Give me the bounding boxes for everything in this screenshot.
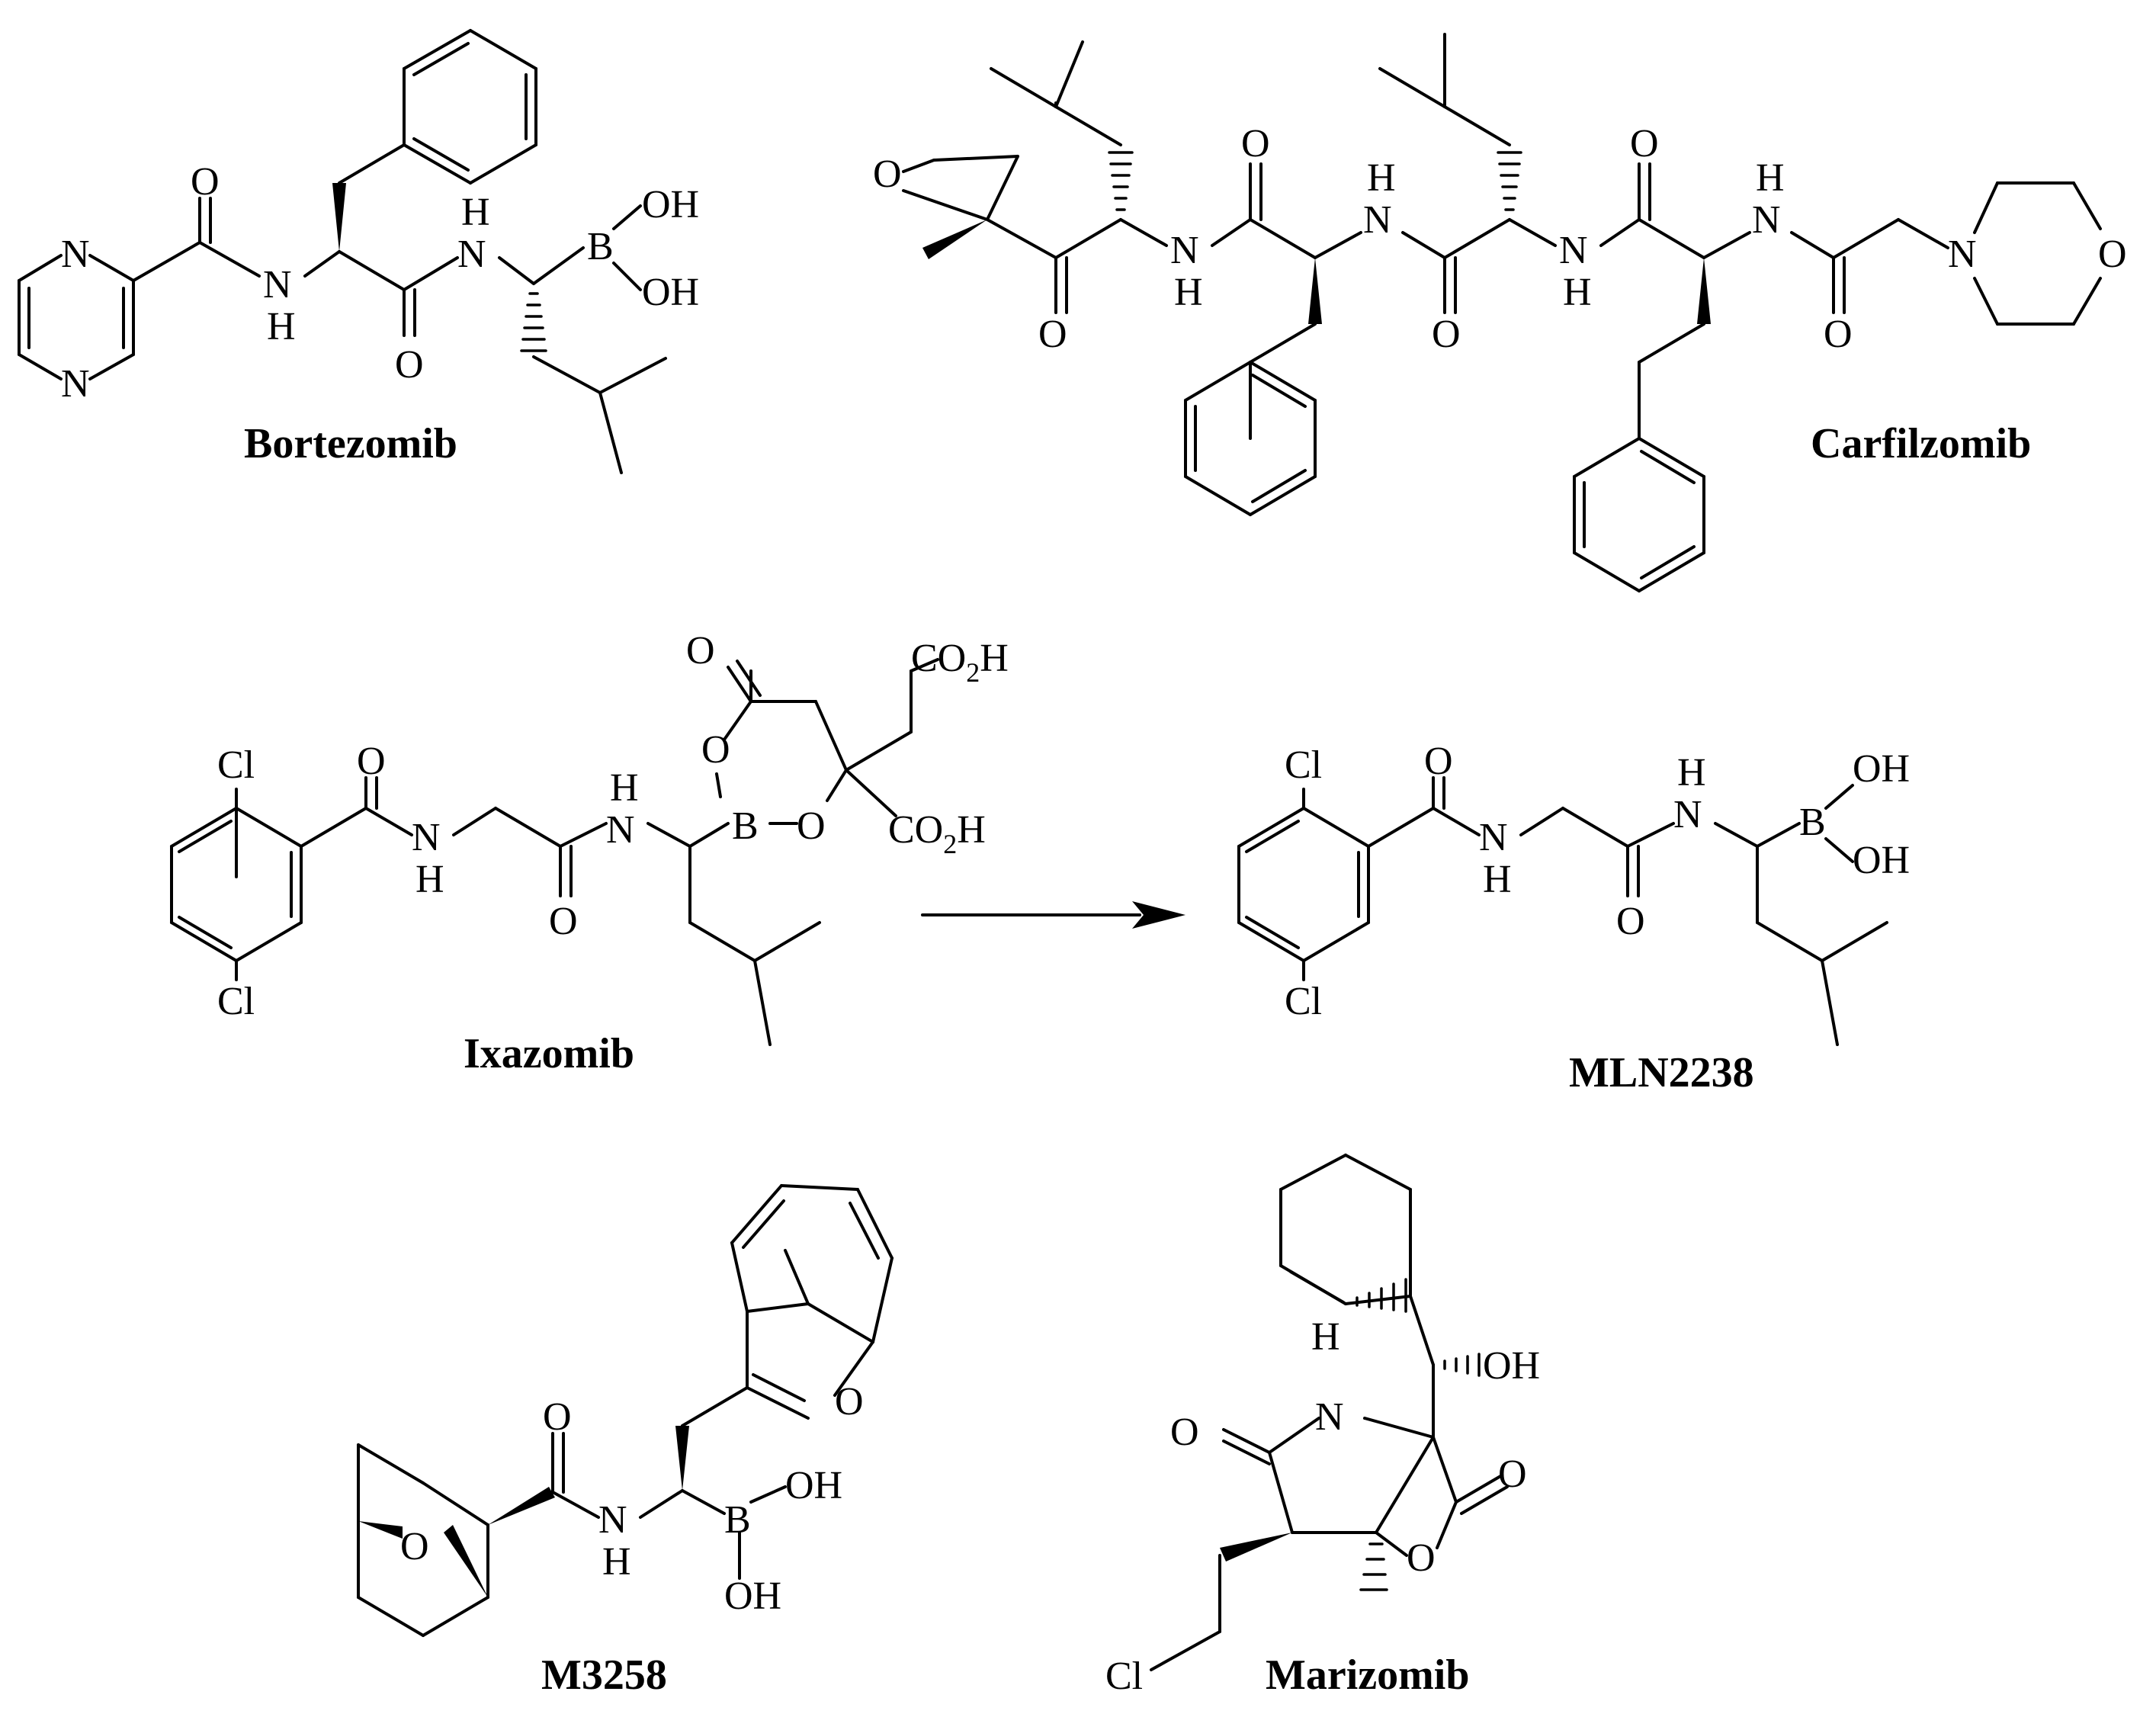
m3258-label: M3258 [541, 1651, 667, 1699]
marizomib-label: Marizomib [1266, 1651, 1469, 1699]
carfilzomib-nh4-n: N [1752, 198, 1781, 242]
bortezomib-o-amide1: O [191, 160, 220, 204]
carfilzomib-o-ketone: O [1038, 313, 1067, 356]
mln2238-cl1: Cl [1285, 743, 1322, 787]
m3258-structure: O O N H B OH OH O M3258 [357, 1184, 894, 1699]
ixazomib-o-carbonyl: O [686, 629, 715, 672]
ixazomib-nh1-h: H [415, 858, 444, 901]
bortezomib-n2: N [61, 362, 90, 406]
m3258-o-furan: O [835, 1380, 864, 1424]
ixazomib-o-ring2: O [797, 804, 826, 848]
m3258-o-amide: O [543, 1395, 572, 1439]
mln2238-oh2: OH [1853, 839, 1910, 882]
carfilzomib-o4: O [1824, 313, 1853, 356]
carfilzomib-o-morpholine: O [2098, 233, 2127, 276]
marizomib-nh-n: N [1315, 1395, 1344, 1439]
m3258-nh-n: N [598, 1498, 627, 1542]
m3258-oh1: OH [785, 1464, 842, 1507]
marizomib-o-lactone-ring: O [1407, 1536, 1436, 1580]
mln2238-boron: B [1799, 801, 1826, 844]
ixazomib-nh1-n: N [412, 816, 441, 859]
ixazomib-cl2: Cl [217, 980, 255, 1023]
mln2238-nh2-h: H [1677, 751, 1706, 794]
carfilzomib-structure: O O N H O H N O N H O H N O N O Carfilzo… [873, 33, 2127, 592]
ixazomib-boron: B [732, 804, 759, 848]
bortezomib-nh2-h: H [461, 191, 490, 234]
bortezomib-o-amide2: O [395, 343, 424, 387]
ixazomib-co2h-top: CO2H [911, 637, 1009, 688]
carfilzomib-nh3-h: H [1563, 271, 1592, 314]
bortezomib-oh1: OH [642, 183, 699, 226]
bortezomib-nh1-h: H [267, 305, 296, 348]
marizomib-o-lactam: O [1170, 1411, 1199, 1454]
bortezomib-label: Bortezomib [244, 420, 457, 467]
carfilzomib-nh4-h: H [1756, 156, 1785, 200]
m3258-o-bridge: O [400, 1525, 429, 1568]
bortezomib-nh2-n: N [457, 233, 486, 276]
marizomib-nh-h: H [1311, 1315, 1340, 1359]
mln2238-o1: O [1424, 740, 1453, 783]
carfilzomib-nh3-n: N [1559, 229, 1588, 272]
carfilzomib-o-epoxide: O [873, 152, 902, 196]
mln2238-cl2: Cl [1285, 980, 1322, 1023]
ixazomib-co2h-bottom: CO2H [888, 808, 986, 859]
carfilzomib-label: Carfilzomib [1811, 420, 2031, 467]
carfilzomib-nh2-h: H [1367, 156, 1396, 200]
carfilzomib-n-morpholine: N [1948, 233, 1977, 276]
ixazomib-cl1: Cl [217, 743, 255, 787]
bortezomib-boron: B [587, 225, 614, 268]
ixazomib-structure: Cl Cl O N H O H N O B O O CO2H CO2H Ixaz… [170, 629, 1009, 1077]
mln2238-nh2-n: N [1673, 793, 1702, 836]
m3258-oh2: OH [724, 1574, 781, 1618]
carfilzomib-o1: O [1241, 122, 1270, 165]
carfilzomib-o2: O [1432, 313, 1461, 356]
ixazomib-o1: O [357, 740, 386, 783]
ixazomib-nh2-n: N [606, 808, 635, 852]
ixazomib-label: Ixazomib [464, 1030, 634, 1077]
ixazomib-o-ring1: O [701, 728, 730, 772]
marizomib-o-lactone-carbonyl: O [1498, 1452, 1527, 1496]
bortezomib-nh1-n: N [263, 263, 292, 307]
m3258-nh-h: H [602, 1540, 631, 1584]
mln2238-nh1-n: N [1479, 816, 1508, 859]
ixazomib-o2: O [549, 900, 578, 943]
mln2238-o2: O [1616, 900, 1645, 943]
carfilzomib-nh2-n: N [1363, 198, 1392, 242]
mln2238-structure: Cl Cl O N H O H N B OH OH MLN2238 [1237, 740, 1910, 1096]
marizomib-cl: Cl [1105, 1655, 1143, 1698]
mln2238-nh1-h: H [1483, 858, 1512, 901]
marizomib-structure: H N O OH O O Cl Marizomib [1105, 1154, 1540, 1699]
mln2238-label: MLN2238 [1569, 1049, 1754, 1096]
reaction-arrow [921, 901, 1185, 929]
carfilzomib-nh1-n: N [1170, 229, 1199, 272]
mln2238-oh1: OH [1853, 747, 1910, 791]
bortezomib-structure: N N O N H O H N B OH OH Bortezomib [18, 29, 699, 474]
ixazomib-nh2-h: H [610, 766, 639, 810]
bortezomib-oh2: OH [642, 271, 699, 314]
carfilzomib-o3: O [1630, 122, 1659, 165]
carfilzomib-nh1-h: H [1174, 271, 1203, 314]
marizomib-oh: OH [1483, 1344, 1540, 1388]
m3258-boron: B [724, 1498, 751, 1542]
bortezomib-n1: N [61, 233, 90, 276]
